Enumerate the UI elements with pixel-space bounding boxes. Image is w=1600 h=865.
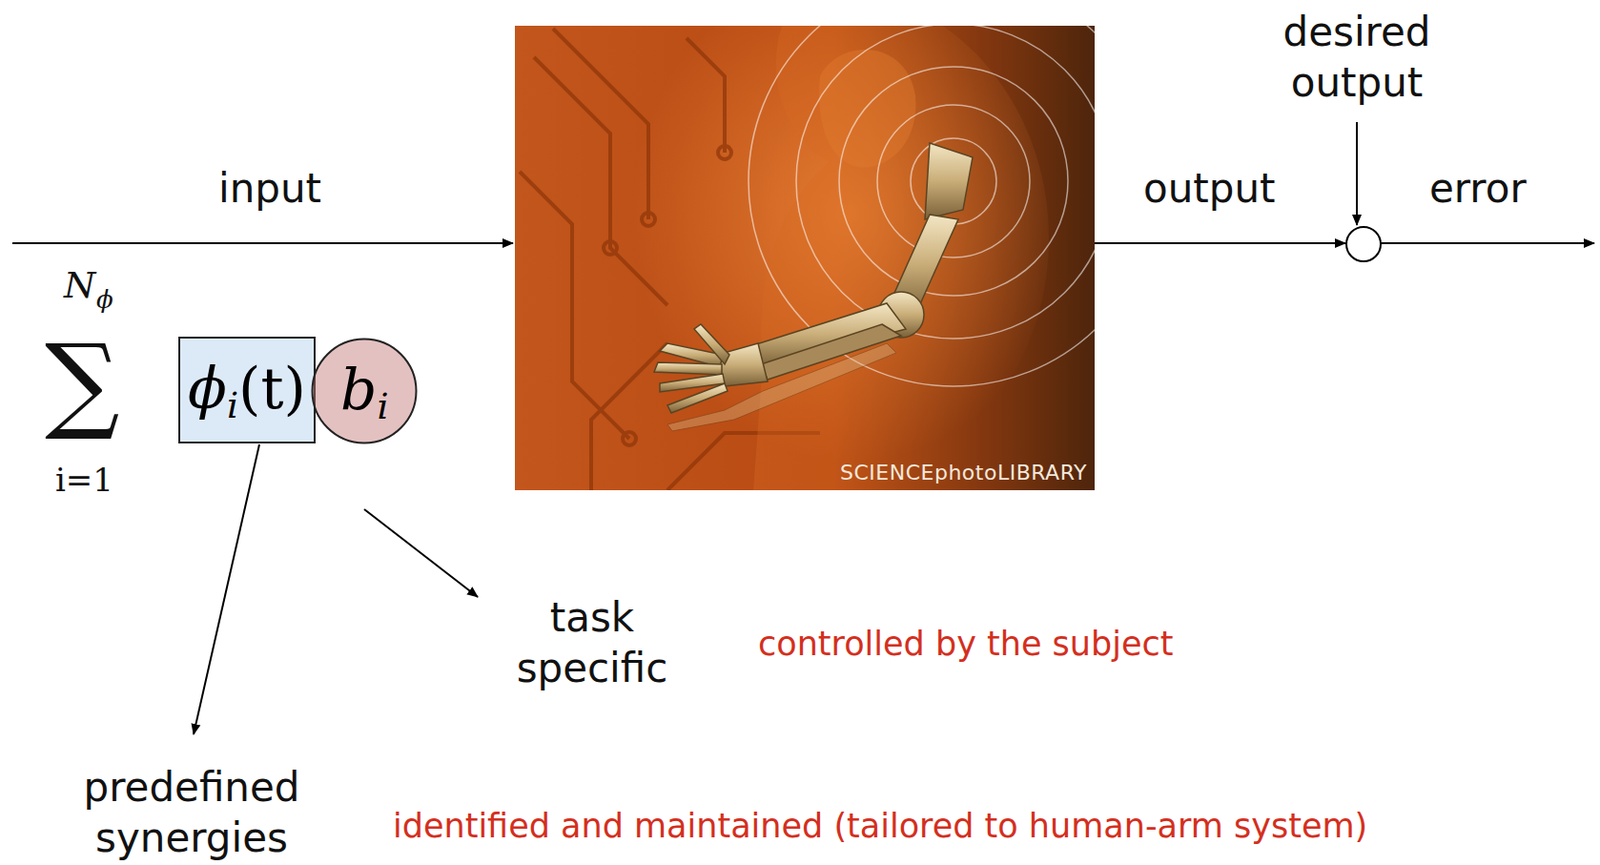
error-arrow	[1380, 242, 1595, 245]
leader-line	[193, 444, 260, 735]
lower-limit: i=1	[55, 459, 114, 501]
synergy-box: ϕi(t)	[178, 336, 316, 444]
robot-arm-illustration	[514, 25, 1095, 491]
leader-line	[364, 509, 478, 597]
signal-label: input	[218, 164, 322, 215]
summing-junction	[1346, 226, 1381, 262]
annotation: task specific	[487, 593, 698, 694]
math-symbol: b	[340, 355, 377, 423]
signal-label: output	[1143, 164, 1276, 215]
math-symbol: (t)	[238, 354, 307, 422]
formula-term: ϕi(t)	[187, 354, 307, 427]
red-note: identified and maintained (tailored to h…	[392, 805, 1368, 848]
signal-label: error	[1429, 164, 1527, 215]
annotation: predefined synergies	[58, 762, 326, 863]
summation-sign: ∑	[44, 317, 121, 450]
formula-term: bi	[340, 355, 390, 428]
desired-output-arrow	[1355, 122, 1358, 226]
illustration-frame: SCIENCEphotoLIBRARY	[514, 25, 1095, 491]
red-note: controlled by the subject	[758, 623, 1173, 666]
signal-label: desired output	[1213, 7, 1500, 108]
coefficient-circle: bi	[310, 337, 418, 445]
subscript-index: i	[376, 385, 389, 428]
subscript-index: i	[226, 384, 239, 427]
upper-limit: N	[63, 263, 96, 309]
math-symbol: ϕ	[187, 354, 227, 422]
watermark: SCIENCEphotoLIBRARY	[840, 460, 1088, 485]
upper-limit-subscript: ϕ	[96, 284, 114, 316]
input-arrow	[12, 242, 513, 245]
circle-shape	[312, 339, 417, 444]
output-arrow	[1094, 242, 1346, 245]
